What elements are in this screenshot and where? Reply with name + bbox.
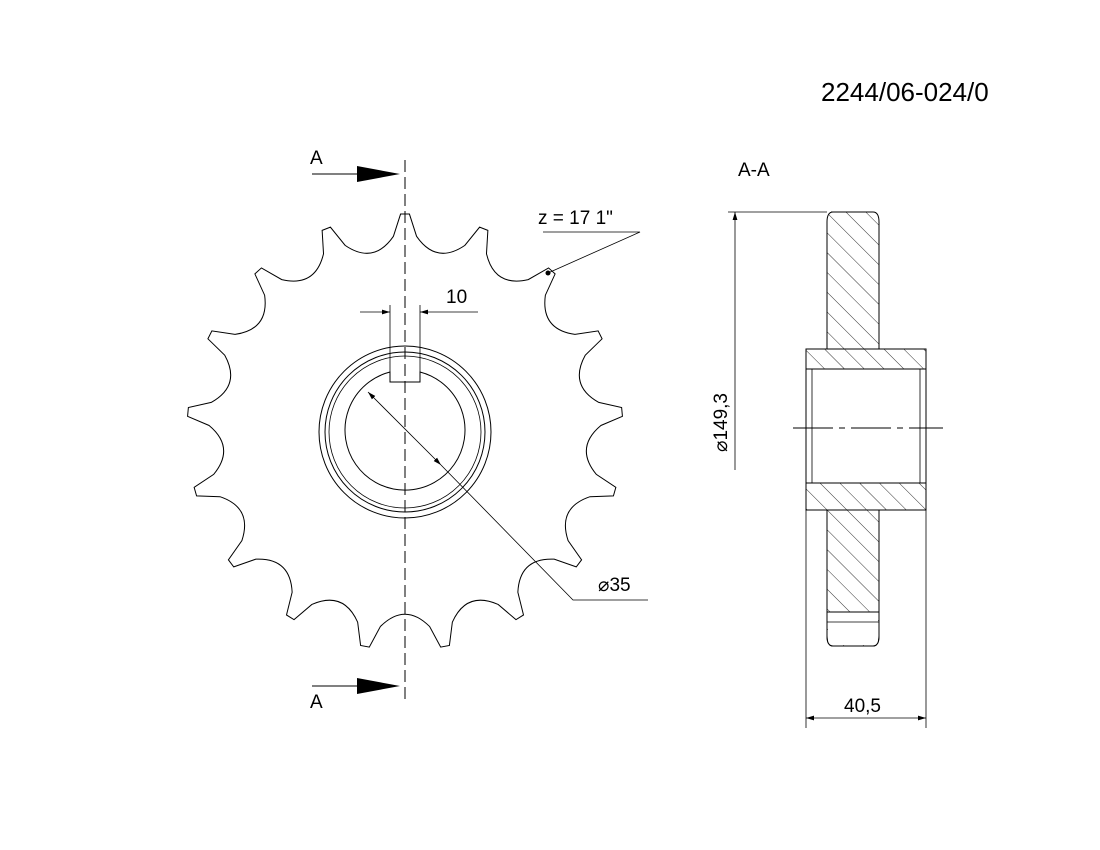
section-bore [805,368,927,484]
teeth-count-note: z = 17 1" [538,208,613,229]
outer-diameter-label: ⌀149,3 [711,393,732,452]
front-view [187,160,648,700]
section-arrow-bottom-head [357,678,400,694]
section-view [728,211,943,728]
section-tooth-top [826,211,880,350]
tooth-tip-outline [826,611,880,647]
keyway-width-label: 10 [446,287,468,308]
teeth-leader-dot [545,270,551,276]
bore-with-keyway [344,371,466,491]
teeth-leader [543,231,641,274]
hub-width-label: 40,5 [844,696,881,717]
bore-dim-line [367,391,442,466]
section-view-title: A-A [738,160,770,181]
section-hub-top [805,348,927,370]
sprocket-tooth-profile [187,213,623,648]
tooth-tip-unhatched [828,612,878,645]
section-label-top: A [310,148,323,169]
section-label-bottom: A [310,692,323,713]
bore-leader [440,464,648,601]
section-hub-bottom [805,482,927,511]
bore-diameter-label: ⌀35 [598,575,631,596]
part-number: 2244/06-024/0 [821,77,989,107]
section-arrow-top-head [357,166,400,182]
